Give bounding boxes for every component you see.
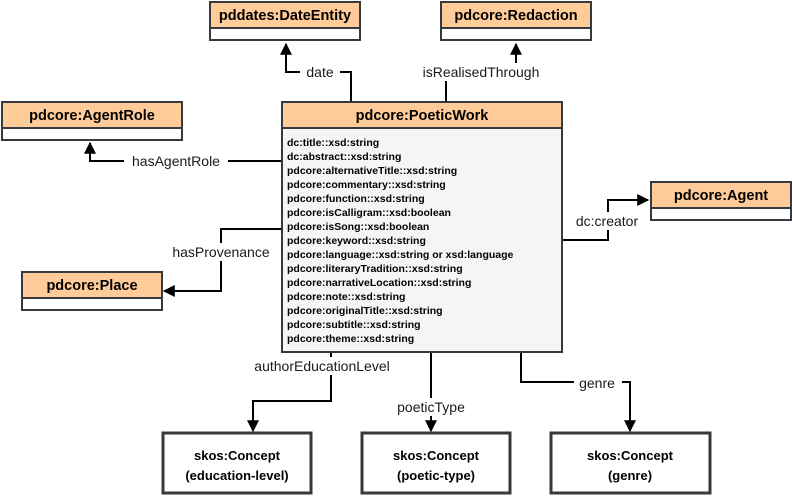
class-place[interactable]: pdcore:Place — [21, 271, 163, 311]
edge-has-provenance: hasProvenance — [162, 228, 283, 297]
edge-label-author-education-level: authorEducationLevel — [254, 358, 389, 374]
attribute-row: pdcore:language::xsd:string or xsd:langu… — [287, 249, 514, 261]
edge-label-date: date — [306, 64, 333, 80]
edge-poetic-type: poeticType — [388, 352, 474, 433]
attribute-row: pdcore:isCalligram::xsd:boolean — [287, 207, 451, 219]
concept-poetic-type-line2: (poetic-type) — [397, 468, 475, 483]
attribute-row: pdcore:narrativeLocation::xsd:string — [287, 277, 471, 289]
attribute-row: pdcore:theme::xsd:string — [287, 333, 414, 345]
concept-education-level-line1: skos:Concept — [194, 448, 281, 463]
concept-poetic-type-line1: skos:Concept — [393, 448, 480, 463]
attribute-row: pdcore:literaryTradition::xsd:string — [287, 263, 463, 275]
edge-dc-creator: dc:creator — [561, 194, 650, 241]
attribute-row: pdcore:commentary::xsd:string — [287, 179, 446, 191]
attribute-row: pdcore:function::xsd:string — [287, 193, 425, 205]
class-title-date-entity: pddates:DateEntity — [219, 8, 351, 24]
edge-label-poetic-type: poeticType — [397, 399, 465, 415]
edge-has-agent-role: hasAgentRole — [84, 141, 283, 170]
class-title-place: pdcore:Place — [46, 278, 137, 294]
edge-label-is-realised-through: isRealisedThrough — [423, 64, 540, 80]
concept-genre-line1: skos:Concept — [587, 448, 674, 463]
class-title-poetic-work: pdcore:PoeticWork — [356, 108, 490, 124]
class-date-entity[interactable]: pddates:DateEntity — [209, 1, 361, 41]
edge-label-has-provenance: hasProvenance — [172, 244, 270, 260]
attribute-row: pdcore:isSong::xsd:boolean — [287, 221, 429, 233]
attribute-row: pdcore:alternativeTitle::xsd:string — [287, 165, 457, 177]
attribute-row: pdcore:subtitle::xsd:string — [287, 319, 421, 331]
class-title-redaction: pdcore:Redaction — [454, 8, 577, 24]
concept-genre-line2: (genre) — [608, 468, 652, 483]
edge-date: date — [280, 42, 352, 101]
edge-genre: genre — [520, 352, 636, 433]
edge-author-education-level: authorEducationLevel — [240, 352, 404, 433]
attribute-row: pdcore:keyword::xsd:string — [287, 235, 426, 247]
edge-label-has-agent-role: hasAgentRole — [132, 153, 220, 169]
concept-genre[interactable]: skos:Concept (genre) — [549, 431, 712, 495]
class-agent-role[interactable]: pdcore:AgentRole — [1, 101, 183, 141]
class-title-agent-role: pdcore:AgentRole — [29, 108, 155, 124]
edge-label-genre: genre — [579, 375, 615, 391]
concept-education-level[interactable]: skos:Concept (education-level) — [161, 431, 313, 495]
class-poetic-work[interactable]: pdcore:PoeticWork dc:title::xsd:stringdc… — [281, 101, 563, 353]
class-title-agent: pdcore:Agent — [674, 188, 768, 204]
class-redaction[interactable]: pdcore:Redaction — [440, 1, 592, 41]
class-agent[interactable]: pdcore:Agent — [650, 181, 792, 221]
attribute-row: dc:title::xsd:string — [287, 137, 379, 149]
attribute-row: dc:abstract::xsd:string — [287, 151, 401, 163]
attribute-row: pdcore:note::xsd:string — [287, 291, 405, 303]
edge-is-realised-through: isRealisedThrough — [412, 42, 550, 101]
edge-label-dc-creator: dc:creator — [576, 213, 639, 229]
concept-poetic-type[interactable]: skos:Concept (poetic-type) — [360, 431, 512, 495]
attribute-row: pdcore:originalTitle::xsd:string — [287, 305, 443, 317]
concept-education-level-line2: (education-level) — [185, 468, 288, 483]
attribute-list: dc:title::xsd:stringdc:abstract::xsd:str… — [287, 137, 514, 345]
